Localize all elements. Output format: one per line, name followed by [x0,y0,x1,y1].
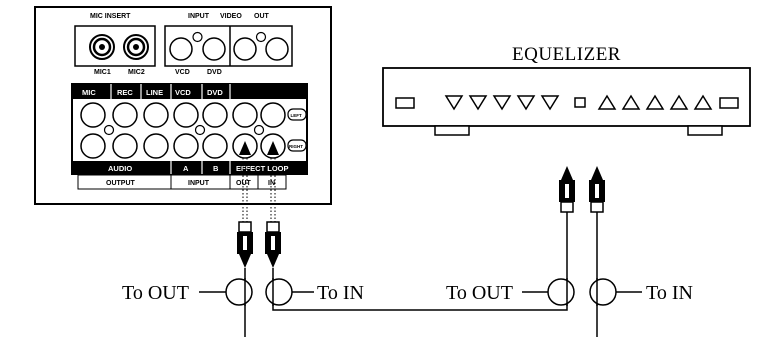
loop-out-label: OUT [236,180,252,187]
cable-rings [225,278,617,306]
video-out-jack-1 [233,37,257,61]
dvd-video-jack [202,37,226,61]
input-b-label: B [213,164,219,173]
header-rec: REC [117,88,133,97]
effect-loop-label: EFFECT LOOP [236,164,289,173]
mic1-label: MIC1 [94,69,111,76]
vcd-video-label: VCD [175,69,190,76]
header-mic: MIC [82,88,96,97]
mic2-label: MIC2 [128,69,145,76]
input-section-label: INPUT [188,180,210,187]
mic-jack-box [74,25,156,67]
cables [244,212,598,337]
mic1-jack [89,34,115,60]
audio-label: AUDIO [108,164,132,173]
equalizer-unit [382,67,751,136]
to-out-label-1: To OUT [122,282,189,304]
header-line: LINE [146,88,163,97]
input-a-label: A [183,164,189,173]
video-input-label: INPUT [188,13,210,20]
left-label: LEFT [291,113,302,118]
rca-plug-amp-in [265,221,281,268]
effect-loop-leads [242,158,276,222]
mic2-jack [123,34,149,60]
video-out-label: OUT [254,13,270,20]
header-dvd: DVD [207,88,223,97]
to-in-label-2: To IN [646,282,693,304]
rca-plug-eq-out [559,166,575,213]
audio-jacks-left-row [80,102,286,128]
rca-plug-eq-in [589,166,605,213]
video-out-jack-2 [265,37,289,61]
dvd-video-label: DVD [207,69,222,76]
to-in-label-1: To IN [317,282,364,304]
header-vcd: VCD [175,88,191,97]
video-label: VIDEO [220,13,242,20]
equalizer-title: EQUELIZER [512,44,621,65]
video-jack-box [164,25,293,67]
audio-jacks-right-row [80,133,286,159]
right-label: RIGHT [289,144,303,149]
to-out-label-2: To OUT [446,282,513,304]
vcd-video-jack [169,37,193,61]
mic-insert-label: MIC INSERT [90,13,131,20]
output-label: OUTPUT [106,180,136,187]
amplifier-rear-panel: MIC INSERT INPUT VIDEO OUT MIC1 MIC2 VCD… [34,6,332,205]
rca-plug-amp-out [237,221,253,268]
